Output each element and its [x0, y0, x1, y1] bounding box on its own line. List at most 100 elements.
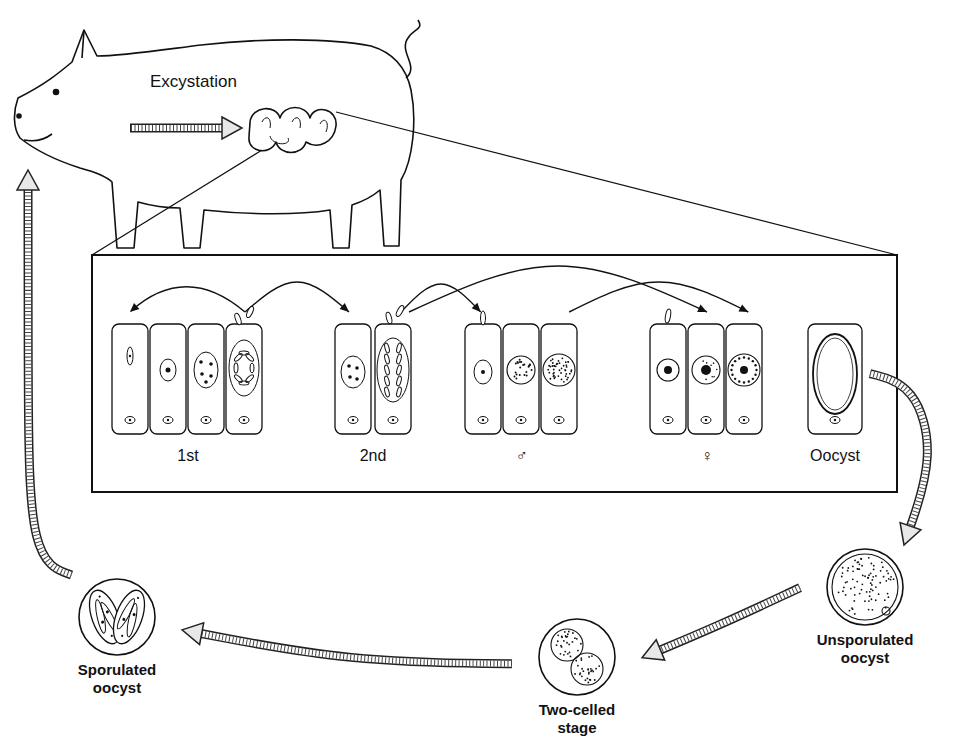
nucleus-dot — [581, 659, 583, 661]
nucleus-dot — [875, 575, 877, 577]
nucleus-dot — [520, 419, 522, 421]
nucleus-dot — [569, 373, 571, 375]
pig-mouth — [24, 134, 52, 141]
nucleus-dot — [838, 591, 840, 593]
nucleus-dot — [731, 374, 733, 376]
nucleus-dot — [869, 591, 871, 593]
host-nucleus — [125, 417, 135, 424]
sporocyst-wall — [107, 586, 151, 648]
merozoite — [234, 313, 243, 326]
nucleus-dot — [584, 679, 586, 681]
nucleus-dot — [590, 670, 592, 672]
sporoblast — [571, 653, 603, 685]
merozoite — [384, 376, 390, 387]
nucleus-dot — [590, 679, 592, 681]
nucleus-dot — [561, 636, 563, 638]
nucleus-dot — [872, 576, 874, 578]
schizont — [341, 356, 365, 388]
sporozoite — [127, 347, 133, 365]
cell-outline — [465, 324, 501, 434]
nucleus-dot — [860, 558, 862, 560]
cell-outline — [541, 324, 577, 434]
nucleus-dot — [752, 378, 754, 380]
connector-group — [870, 374, 927, 545]
nucleus-dot — [132, 613, 136, 617]
cell-group: 1st — [110, 312, 266, 466]
nucleus-dot — [563, 640, 565, 642]
generation-label: 2nd — [333, 446, 413, 466]
nucleus-dot — [864, 575, 866, 577]
nucleus-dot — [566, 379, 568, 381]
nucleus-dot — [355, 366, 359, 370]
arrowhead — [900, 523, 921, 546]
nucleus-dot — [854, 594, 856, 596]
nucleus-dot — [594, 679, 596, 681]
cell-group: ♀ — [648, 312, 766, 466]
nucleus-dot — [854, 613, 856, 615]
nucleus-dot — [581, 675, 583, 677]
cell-outline — [335, 324, 371, 434]
nucleus-dot — [243, 419, 245, 421]
nucleus-dot — [873, 565, 875, 567]
nucleus-dot — [347, 364, 351, 368]
nucleus-dot — [842, 567, 844, 569]
nucleus-dot — [519, 359, 521, 361]
nucleus-dot — [738, 357, 740, 359]
microgametocyte — [543, 354, 575, 386]
macrogamete — [728, 354, 760, 386]
nucleus-dot — [870, 563, 872, 565]
nucleus-dot — [740, 366, 748, 374]
merozoite — [245, 352, 255, 362]
nucleus-dot — [568, 631, 570, 633]
nucleus-dot — [862, 575, 864, 577]
stage-label: Sporulated oocyst — [67, 661, 167, 697]
merozoite — [234, 363, 238, 373]
nucleus-dot — [580, 657, 582, 659]
nucleus-dot — [122, 617, 126, 621]
connector-group — [642, 588, 800, 660]
cell-group-art — [110, 312, 266, 442]
host-nucleus — [830, 417, 840, 424]
nucleus-dot — [565, 361, 567, 363]
nucleus-dot — [561, 367, 563, 369]
nucleus-dot — [105, 610, 109, 614]
sex-symbol: ♀ — [648, 446, 766, 466]
nucleus-dot — [743, 419, 745, 421]
nucleus-dot — [591, 655, 593, 657]
cell-outline — [375, 324, 411, 434]
nucleus-dot — [734, 360, 736, 362]
nucleus-dot — [664, 366, 672, 374]
nucleus-dot — [553, 375, 555, 377]
zoom-lines — [92, 112, 897, 255]
nucleus-dot — [557, 634, 559, 636]
nucleus-dot — [520, 361, 522, 363]
host-cell — [808, 324, 862, 434]
pig-tail — [405, 20, 420, 78]
oocyst-wall — [827, 549, 903, 625]
cell-group-art — [648, 312, 766, 442]
arrowhead — [130, 303, 139, 312]
stage-label: Oocyst — [800, 446, 870, 466]
nucleus-dot — [567, 361, 569, 363]
nucleus-dot — [598, 665, 600, 667]
nucleus-dot — [881, 561, 883, 563]
nucleus-dot — [702, 360, 704, 362]
host-cell — [726, 324, 762, 434]
nucleus-dot — [755, 369, 757, 371]
nucleus-dot — [595, 668, 597, 670]
nucleus-dot — [167, 419, 169, 421]
nucleus-dot — [553, 365, 555, 367]
merozoite — [250, 363, 254, 373]
nucleus-dot — [754, 374, 756, 376]
nucleus-dot — [565, 370, 567, 372]
merozoite — [245, 306, 255, 319]
reinfection-loop — [130, 287, 245, 312]
nucleus-dot — [875, 599, 877, 601]
nucleus-dot — [548, 365, 550, 367]
host-nucleus — [388, 417, 398, 424]
sporozoite — [115, 597, 137, 630]
nucleus-dot — [871, 598, 873, 600]
mature-schizont — [229, 340, 259, 396]
oocyst-wall — [79, 579, 155, 655]
